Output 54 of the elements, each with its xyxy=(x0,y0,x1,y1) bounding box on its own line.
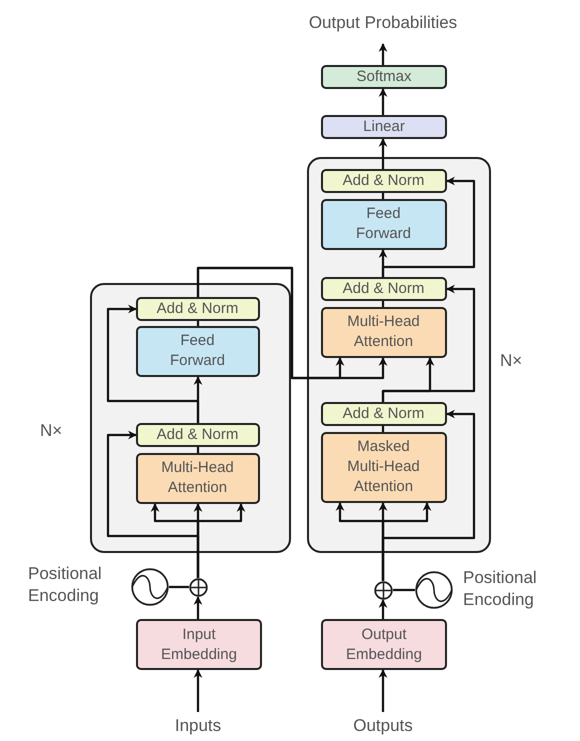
box-label: Multi-Head Attention xyxy=(160,458,235,498)
positional-encoding-circle xyxy=(131,568,169,606)
io-label: Outputs xyxy=(338,712,428,738)
side-label: Positional Encoding xyxy=(463,567,538,611)
add-norm-box xyxy=(320,168,446,192)
box-label: Output Embedding xyxy=(345,624,423,664)
connector-arrow xyxy=(196,503,246,578)
connector-arrow xyxy=(378,599,388,619)
feed-forward-box xyxy=(320,198,446,250)
add-norm-box xyxy=(136,296,260,320)
connector-arrow xyxy=(378,669,388,712)
connector-arrow xyxy=(382,284,476,402)
box-label: Add & Norm xyxy=(342,170,424,190)
box-label: Add & Norm xyxy=(156,298,238,318)
connector-arrow xyxy=(382,502,432,581)
box-label: Multi-Head Attention xyxy=(346,312,421,352)
connector-arrow xyxy=(382,176,476,277)
io-label: Output Probabilities xyxy=(303,0,463,44)
box-label: Softmax xyxy=(356,67,412,87)
adder-circle xyxy=(189,578,208,597)
attention-box xyxy=(320,432,446,502)
positional-encoding-circle xyxy=(415,571,453,609)
embedding-box xyxy=(321,619,447,670)
softmax-box xyxy=(321,65,447,89)
box-label: Add & Norm xyxy=(342,278,424,298)
adder-circle xyxy=(374,581,393,600)
box-label: Masked Multi-Head Attention xyxy=(346,437,421,497)
box-label: Input Embedding xyxy=(160,624,238,664)
layer-stack-block xyxy=(90,283,291,553)
attention-box xyxy=(136,452,260,504)
attention-box xyxy=(320,306,446,358)
box-label: Linear xyxy=(363,117,405,137)
connector-arrow xyxy=(378,88,388,115)
layer-stack-block xyxy=(307,157,491,553)
io-label: Inputs xyxy=(158,712,238,738)
connector-arrow xyxy=(194,669,202,712)
box-label: Add & Norm xyxy=(156,424,238,444)
connector-arrow xyxy=(378,43,388,65)
box-label: Feed Forward xyxy=(168,331,226,371)
feed-forward-box xyxy=(136,326,260,376)
add-norm-box xyxy=(136,422,260,446)
embedding-box xyxy=(136,619,262,670)
box-label: Add & Norm xyxy=(342,404,424,424)
box-label: Feed Forward xyxy=(354,204,412,244)
connector-arrow xyxy=(194,596,202,619)
connector-arrow xyxy=(378,138,388,169)
add-norm-box xyxy=(320,402,446,426)
side-label: Positional Encoding xyxy=(28,563,103,607)
add-norm-box xyxy=(320,276,446,300)
connector-arrow xyxy=(106,304,200,423)
side-label: N× xyxy=(500,350,524,372)
connector-arrow xyxy=(196,266,388,380)
side-label: N× xyxy=(40,420,64,442)
linear-box xyxy=(321,115,447,139)
